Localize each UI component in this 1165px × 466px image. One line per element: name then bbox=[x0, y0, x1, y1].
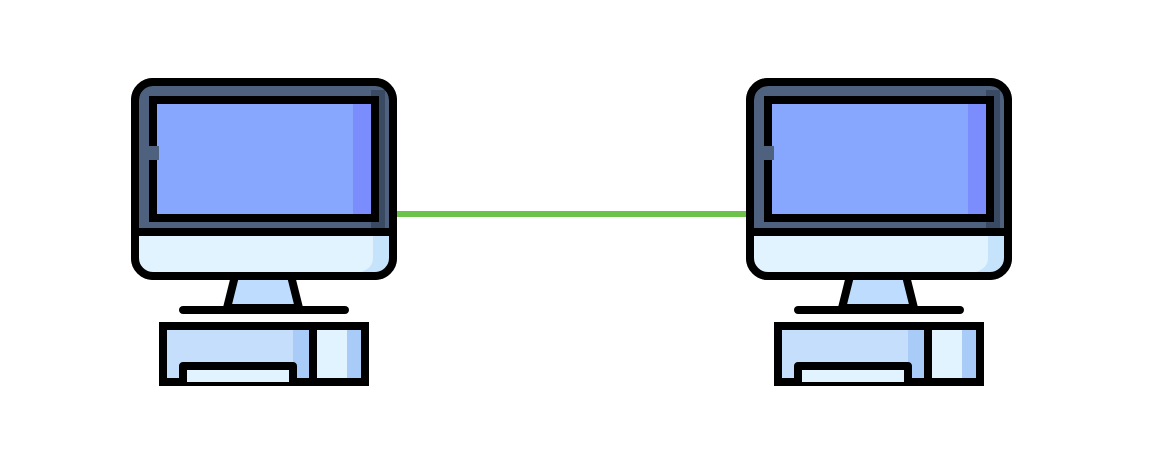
monitor-chin-shade bbox=[976, 232, 1004, 272]
tower-bay-shade bbox=[962, 330, 976, 378]
screen-notch bbox=[149, 146, 159, 160]
tower-bay-shade bbox=[347, 330, 361, 378]
screen-notch bbox=[764, 146, 774, 160]
monitor-chin bbox=[139, 232, 389, 272]
tower-shade bbox=[293, 330, 313, 378]
computer-left-icon bbox=[131, 78, 397, 386]
monitor-stand bbox=[223, 272, 303, 312]
monitor-chin-shade bbox=[361, 232, 389, 272]
screen-shade bbox=[353, 104, 371, 214]
tower-shade bbox=[908, 330, 928, 378]
drive-slot bbox=[179, 362, 297, 382]
monitor-screen bbox=[764, 96, 994, 222]
computer-right-icon bbox=[746, 78, 1012, 386]
monitor-chin bbox=[754, 232, 1004, 272]
monitor-stand bbox=[838, 272, 918, 312]
screen-shade bbox=[968, 104, 986, 214]
monitor-screen bbox=[149, 96, 379, 222]
drive-slot bbox=[794, 362, 912, 382]
